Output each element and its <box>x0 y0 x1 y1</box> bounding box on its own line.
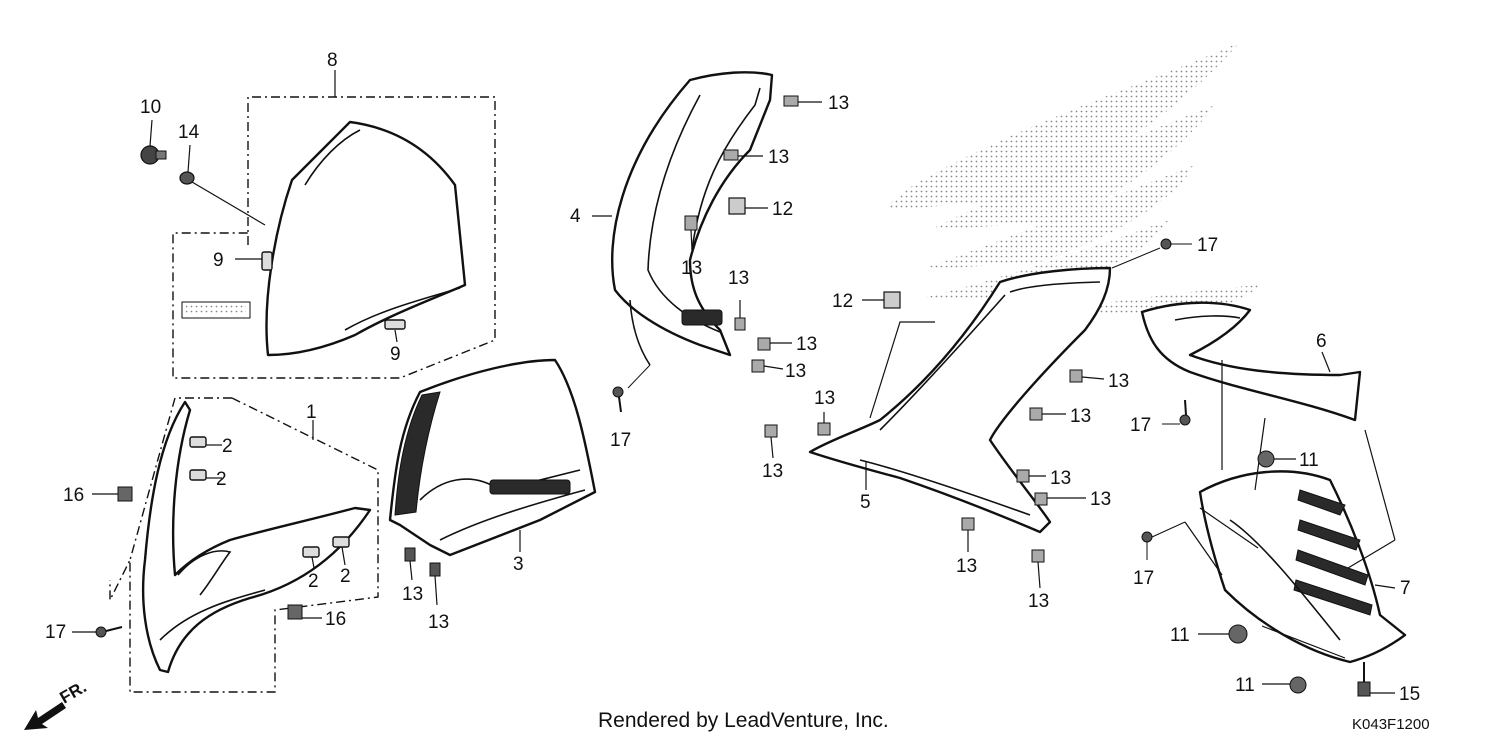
lower-cover-7[interactable] <box>1141 417 1407 697</box>
front-cover-4[interactable] <box>592 71 822 413</box>
callout-4: 4 <box>570 206 581 227</box>
callout-14: 14 <box>178 122 200 143</box>
callout-13: 13 <box>762 461 783 482</box>
callout-17: 17 <box>1133 568 1154 589</box>
callout-11: 11 <box>1299 450 1319 471</box>
callout-13: 13 <box>1050 468 1071 489</box>
footer-credit: Rendered by LeadVenture, Inc. <box>598 709 889 732</box>
callout-labels: 8 10 14 9 9 1 2 2 2 2 16 16 17 3 13 13 4… <box>45 50 1420 705</box>
screw-17-icon[interactable] <box>1162 399 1191 426</box>
callout-3: 3 <box>513 554 524 575</box>
callout-13: 13 <box>1090 489 1111 510</box>
front-direction-indicator: FR. <box>20 677 110 735</box>
callout-13: 13 <box>768 147 789 168</box>
callout-17: 17 <box>610 430 631 451</box>
windscreen-assembly-8[interactable] <box>140 70 496 379</box>
callout-9: 9 <box>390 344 401 365</box>
diagram-code: K043F1200 <box>1352 716 1430 733</box>
callout-12: 12 <box>832 291 853 312</box>
callout-16: 16 <box>325 609 346 630</box>
callout-16: 16 <box>63 485 84 506</box>
callout-11: 11 <box>1170 625 1190 646</box>
callout-17: 17 <box>1130 415 1151 436</box>
callout-7: 7 <box>1400 578 1411 599</box>
clip-11-icon[interactable] <box>1228 450 1307 694</box>
callout-2: 2 <box>340 566 351 587</box>
bolt-15-icon[interactable] <box>1357 662 1371 697</box>
clip-12-icon[interactable] <box>728 197 746 215</box>
callout-2: 2 <box>308 571 319 592</box>
callout-13: 13 <box>1070 406 1091 427</box>
inner-cover-1[interactable] <box>72 397 379 693</box>
callout-2: 2 <box>216 469 227 490</box>
callout-9: 9 <box>213 250 224 271</box>
callout-12: 12 <box>772 199 793 220</box>
callout-13: 13 <box>796 334 817 355</box>
washer-14-icon[interactable] <box>179 171 195 185</box>
callout-13: 13 <box>681 258 702 279</box>
callout-13: 13 <box>402 584 423 605</box>
callout-6: 6 <box>1316 331 1327 352</box>
callout-11: 11 <box>1235 675 1255 696</box>
callout-13: 13 <box>428 612 449 633</box>
screw-17-icon[interactable] <box>612 364 651 413</box>
callout-13: 13 <box>728 268 749 289</box>
callout-8: 8 <box>327 50 338 71</box>
honda-emblem-icon <box>181 301 251 319</box>
callout-17: 17 <box>1197 235 1218 256</box>
callout-15: 15 <box>1399 684 1420 705</box>
side-cover-5[interactable] <box>764 238 1192 589</box>
callout-13: 13 <box>828 93 849 114</box>
callout-13: 13 <box>956 556 977 577</box>
bolt-10-icon[interactable] <box>140 145 167 165</box>
callout-5: 5 <box>860 492 871 513</box>
upper-side-piece-6[interactable] <box>1140 301 1362 470</box>
screw-17-icon[interactable] <box>1111 238 1192 269</box>
speed-nut-13-icon[interactable] <box>684 95 799 373</box>
callout-10: 10 <box>140 97 161 118</box>
meter-visor-3[interactable] <box>388 358 597 606</box>
callout-13: 13 <box>814 388 835 409</box>
arrow-down-left-icon: FR. <box>24 677 90 730</box>
callout-13: 13 <box>785 361 806 382</box>
screw-17-icon[interactable] <box>1141 521 1186 560</box>
callout-2: 2 <box>222 436 233 457</box>
callout-17: 17 <box>45 622 66 643</box>
callout-13: 13 <box>1028 591 1049 612</box>
callout-13: 13 <box>1108 371 1129 392</box>
screw-17-icon[interactable] <box>95 626 123 638</box>
callout-1: 1 <box>306 402 317 423</box>
clip-12-icon[interactable] <box>883 291 901 309</box>
